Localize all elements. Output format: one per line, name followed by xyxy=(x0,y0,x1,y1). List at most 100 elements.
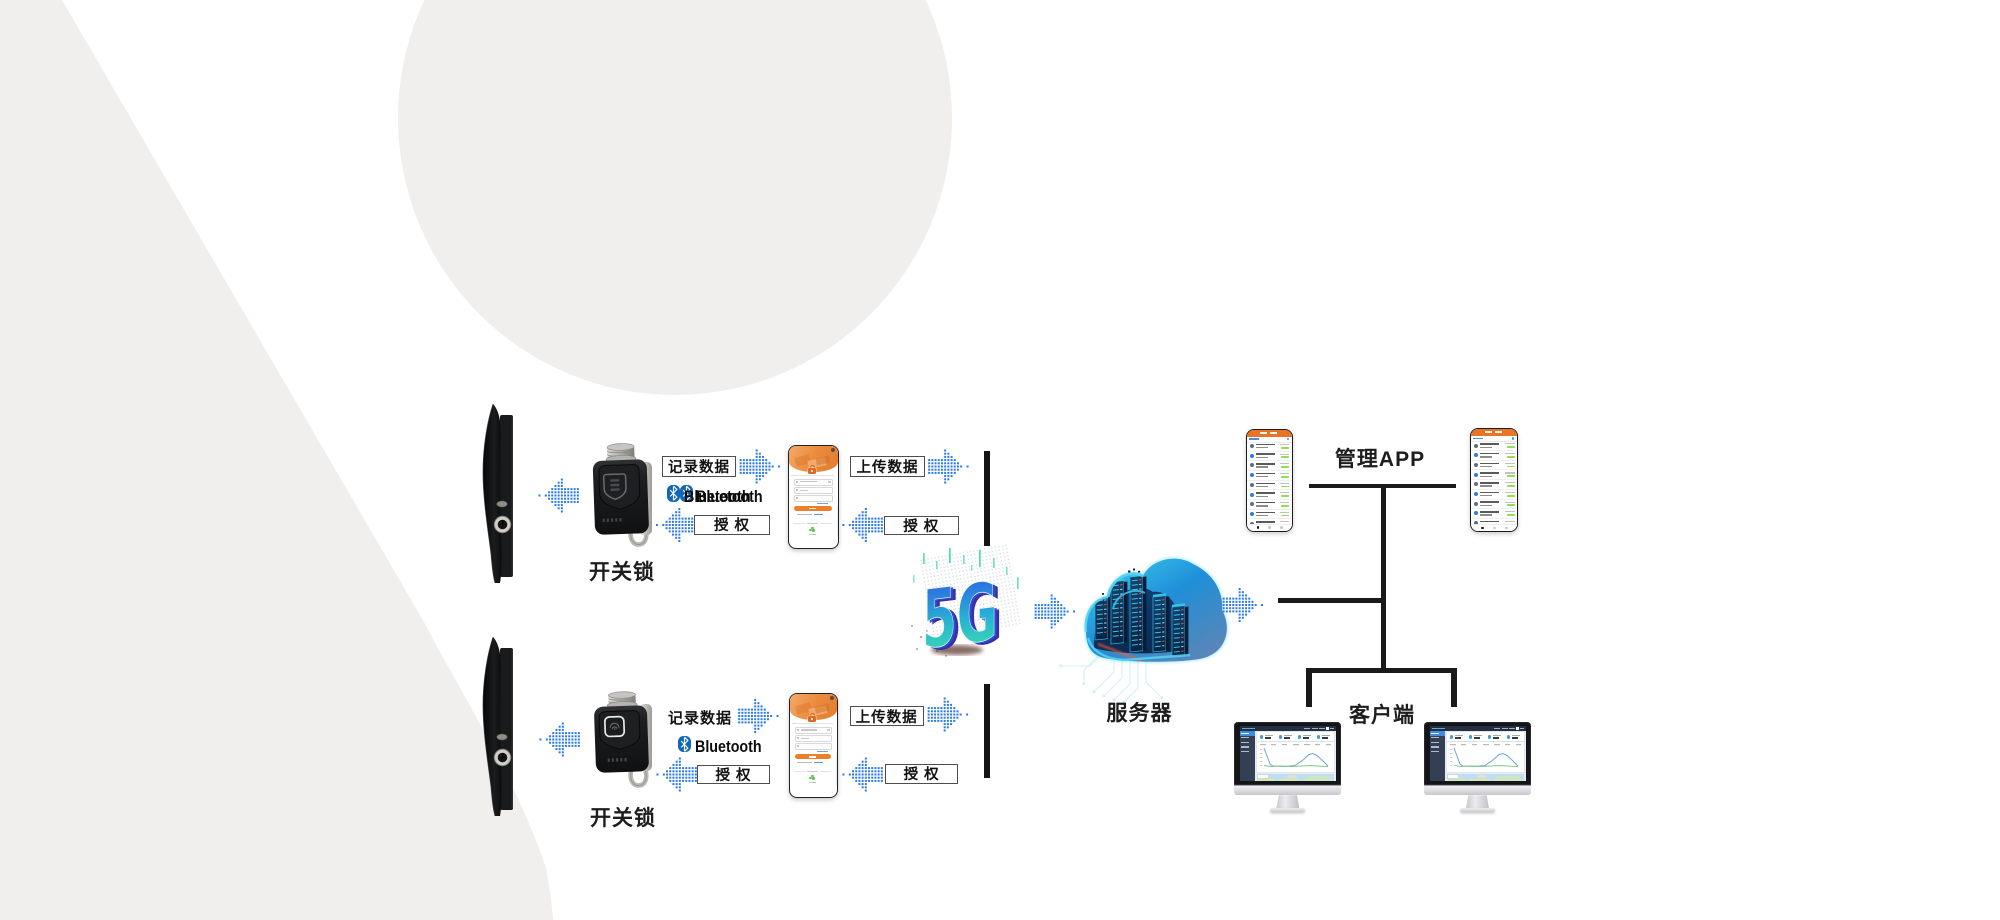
dashboard-map-card xyxy=(1256,773,1334,782)
monitor-chin xyxy=(1424,785,1531,796)
lock-label-bottom: 开关锁 xyxy=(590,807,656,830)
monitor-screen xyxy=(1429,726,1526,782)
device-icon xyxy=(1250,492,1254,497)
status-badge xyxy=(1506,446,1515,449)
mgmt-phone-list xyxy=(1247,442,1292,525)
phone-forgot-link[interactable] xyxy=(817,750,828,752)
status-badge xyxy=(1281,475,1290,478)
app-login-phone-bottom xyxy=(789,692,838,798)
device-icon xyxy=(1250,473,1254,478)
phone-forgot-link[interactable] xyxy=(817,502,828,504)
device-list-row[interactable] xyxy=(1247,471,1292,481)
phone-input-password[interactable] xyxy=(795,743,832,751)
phone-login-button[interactable] xyxy=(794,754,831,760)
status-badge xyxy=(1281,446,1290,449)
monitor-bezel xyxy=(1424,721,1531,786)
device-list-row[interactable] xyxy=(1247,481,1292,491)
dashboard-chart-card xyxy=(1256,742,1334,772)
tree-drop-left xyxy=(1305,668,1312,707)
sidebar-item-active[interactable] xyxy=(1239,730,1255,736)
monitor-stand xyxy=(1276,795,1300,809)
device-icon xyxy=(1250,521,1254,525)
phone-login-button[interactable] xyxy=(793,506,832,512)
wechat-login-icon[interactable] xyxy=(809,526,816,533)
record-data-box-top: 记录数据 xyxy=(662,455,736,477)
upload-data-box-bottom: 上传数据 xyxy=(849,706,924,727)
client-monitor-right xyxy=(1424,721,1531,818)
device-icon xyxy=(1474,443,1478,448)
device-icon xyxy=(1474,472,1478,477)
device-list-row[interactable] xyxy=(1471,500,1517,510)
bluetooth-label-bottom: Bluetooth xyxy=(694,736,762,756)
map-controls xyxy=(1258,774,1269,779)
arrow-right-icon xyxy=(928,449,969,484)
mgmt-phone-left xyxy=(1246,428,1293,532)
phone-input-password[interactable] xyxy=(794,495,833,503)
background-shapes xyxy=(0,0,952,920)
cloud-server-illustration xyxy=(1059,556,1229,704)
device-list-row[interactable] xyxy=(1471,480,1517,490)
lock-label-top: 开关锁 xyxy=(589,561,655,584)
device-list-row[interactable] xyxy=(1471,509,1517,519)
plant-icon xyxy=(831,447,835,452)
arrow-left-icon xyxy=(842,508,883,542)
dashboard-stats-card xyxy=(1256,731,1334,741)
tree-line-from-cloud xyxy=(1277,598,1382,604)
dashboard-main xyxy=(1444,730,1526,782)
phone-input-user[interactable] xyxy=(794,487,833,495)
mgmt-phone-right xyxy=(1470,428,1518,532)
divider-bar-bottom xyxy=(984,684,990,778)
device-list-row[interactable] xyxy=(1247,461,1292,471)
arrow-right-icon xyxy=(927,697,969,732)
device-list-row[interactable] xyxy=(1471,490,1517,500)
circuit-nodes xyxy=(1059,664,1164,704)
status-badge xyxy=(1281,514,1290,517)
bluetooth-label-ghost: Bluetooth xyxy=(683,486,751,506)
dashboard-chart-card xyxy=(1446,742,1524,772)
smart-lock-device-bottom xyxy=(594,691,652,788)
five-g-text-group: 5G 5G 5G xyxy=(922,564,1003,670)
device-list-row[interactable] xyxy=(1247,442,1292,452)
phone-register-link[interactable] xyxy=(814,514,823,516)
dotted-arrows xyxy=(538,449,1264,792)
monitor-base xyxy=(1270,807,1306,813)
tree-drop-right xyxy=(1451,668,1458,707)
bluetooth-label-top: Bluetooth xyxy=(695,486,763,506)
arrow-left-icon xyxy=(842,757,883,792)
arrow-right-icon xyxy=(1034,594,1076,629)
status-badge xyxy=(1281,456,1290,459)
app-lock-icon xyxy=(808,465,817,475)
device-list-row[interactable] xyxy=(1471,461,1517,471)
device-list-row[interactable] xyxy=(1247,500,1292,510)
device-list-row[interactable] xyxy=(1247,510,1292,520)
phone-input-account[interactable] xyxy=(795,726,832,734)
mgmt-phone-header xyxy=(1471,429,1517,436)
authorize-box-top-left: 授 权 xyxy=(694,515,770,535)
device-list-row[interactable] xyxy=(1471,441,1517,452)
arrow-right-icon xyxy=(1222,588,1264,622)
device-list-row[interactable] xyxy=(1471,470,1517,481)
phone-register-link[interactable] xyxy=(814,762,823,764)
sidebar-item-active[interactable] xyxy=(1429,730,1445,736)
status-badge xyxy=(1506,455,1515,458)
dashboard-sidebar xyxy=(1239,730,1255,782)
divider-bar-top xyxy=(984,451,990,546)
phone-input-account[interactable] xyxy=(794,478,833,486)
device-icon xyxy=(1474,453,1478,458)
status-badge xyxy=(1506,504,1515,507)
device-icon xyxy=(1250,482,1254,487)
wechat-login-icon[interactable] xyxy=(809,774,816,781)
mgmt-app-label: 管理APP xyxy=(1334,448,1426,471)
svg-text:5G: 5G xyxy=(922,564,998,667)
device-list-row[interactable] xyxy=(1471,451,1517,461)
device-list-row[interactable] xyxy=(1247,490,1292,501)
device-icon xyxy=(1474,521,1478,525)
mgmt-phone-header xyxy=(1247,429,1292,437)
device-list-row[interactable] xyxy=(1247,452,1292,462)
arrow-left-icon xyxy=(539,722,580,757)
status-badge xyxy=(1506,494,1515,497)
device-icon xyxy=(1474,462,1478,467)
device-icon xyxy=(1250,453,1254,458)
phone-input-user[interactable] xyxy=(795,735,832,743)
bluetooth-icon-top xyxy=(679,485,693,502)
